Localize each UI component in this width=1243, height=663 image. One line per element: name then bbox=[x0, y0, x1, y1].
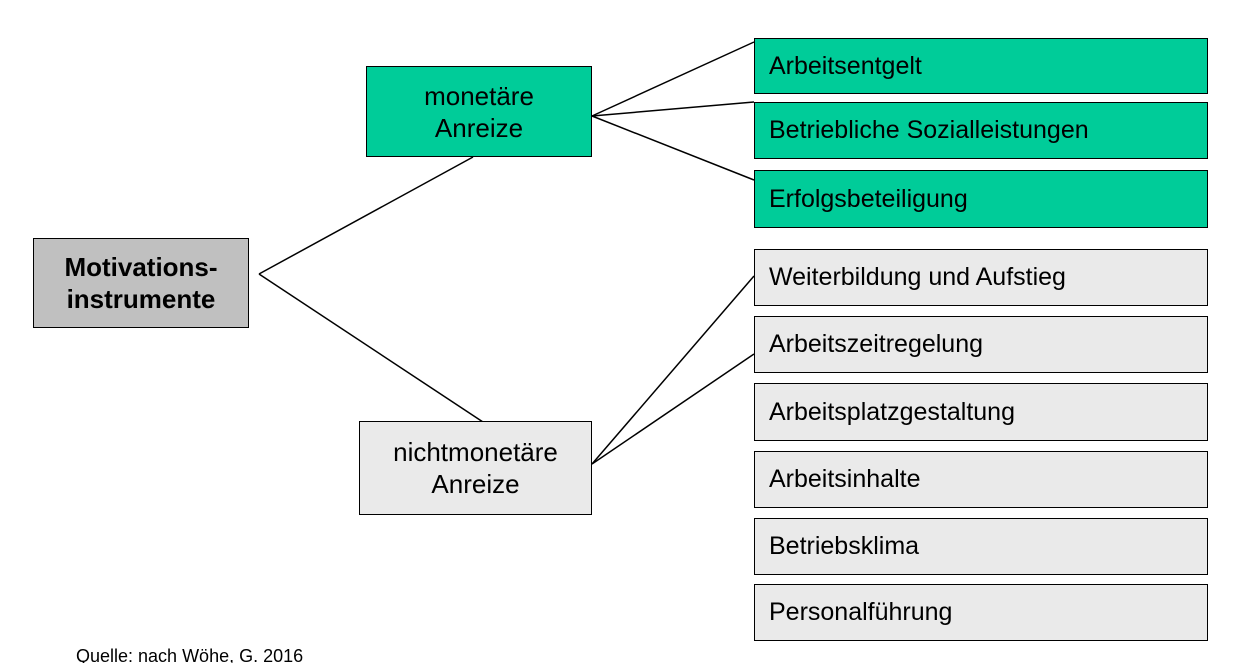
monetary-item: Arbeitsentgelt bbox=[754, 38, 1208, 94]
non-monetary-item-label: Weiterbildung und Aufstieg bbox=[769, 263, 1066, 291]
non-monetary-label-line-1: nichtmonetäre bbox=[393, 437, 558, 467]
non-monetary-item: Arbeitsplatzgestaltung bbox=[754, 383, 1208, 441]
non-monetary-item-label: Betriebsklima bbox=[769, 532, 920, 560]
monetary-label-line-2: Anreize bbox=[434, 112, 524, 143]
connector-root-to-monetary bbox=[258, 156, 474, 275]
monetary-item-label: Arbeitsentgelt bbox=[769, 51, 922, 80]
root-label-line-1: Motivations- bbox=[64, 252, 218, 282]
non-monetary-item: Arbeitsinhalte bbox=[754, 451, 1208, 508]
monetary-item-label: Erfolgsbeteiligung bbox=[769, 184, 968, 213]
monetary-incentives-node: monetäre Anreize bbox=[366, 66, 592, 157]
non-monetary-item-label: Personalführung bbox=[769, 598, 953, 626]
non-monetary-item: Betriebsklima bbox=[754, 518, 1208, 575]
non-monetary-item-label: Arbeitszeitregelung bbox=[769, 330, 984, 358]
non-monetary-item: Arbeitszeitregelung bbox=[754, 316, 1208, 373]
monetary-item: Betriebliche Sozialleistungen bbox=[754, 102, 1208, 159]
non-monetary-item-label: Arbeitsplatzgestaltung bbox=[769, 397, 1015, 426]
connector-root-to-non-monetary bbox=[258, 273, 487, 425]
root-node: Motivations- instrumente bbox=[33, 238, 249, 328]
monetary-label-line-1: monetäre bbox=[424, 80, 534, 111]
connector-non-monetary-to-item-1 bbox=[591, 275, 755, 465]
source-note: Quelle: nach Wöhe, G. 2016 bbox=[76, 646, 304, 663]
non-monetary-item: Weiterbildung und Aufstieg bbox=[754, 249, 1208, 306]
connector-monetary-to-item-1 bbox=[591, 41, 755, 117]
monetary-item: Erfolgsbeteiligung bbox=[754, 170, 1208, 228]
non-monetary-label-line-2: Anreize bbox=[431, 469, 520, 499]
connector-monetary-to-item-3 bbox=[591, 115, 755, 181]
non-monetary-item-label: Arbeitsinhalte bbox=[769, 465, 921, 493]
non-monetary-incentives-node: nichtmonetäre Anreize bbox=[359, 421, 592, 515]
non-monetary-item: Personalführung bbox=[754, 584, 1208, 641]
connector-non-monetary-to-item-2 bbox=[591, 353, 755, 465]
connector-monetary-to-item-2 bbox=[591, 101, 755, 117]
root-label-line-2: instrumente bbox=[66, 284, 216, 314]
monetary-item-label: Betriebliche Sozialleistungen bbox=[769, 116, 1089, 144]
